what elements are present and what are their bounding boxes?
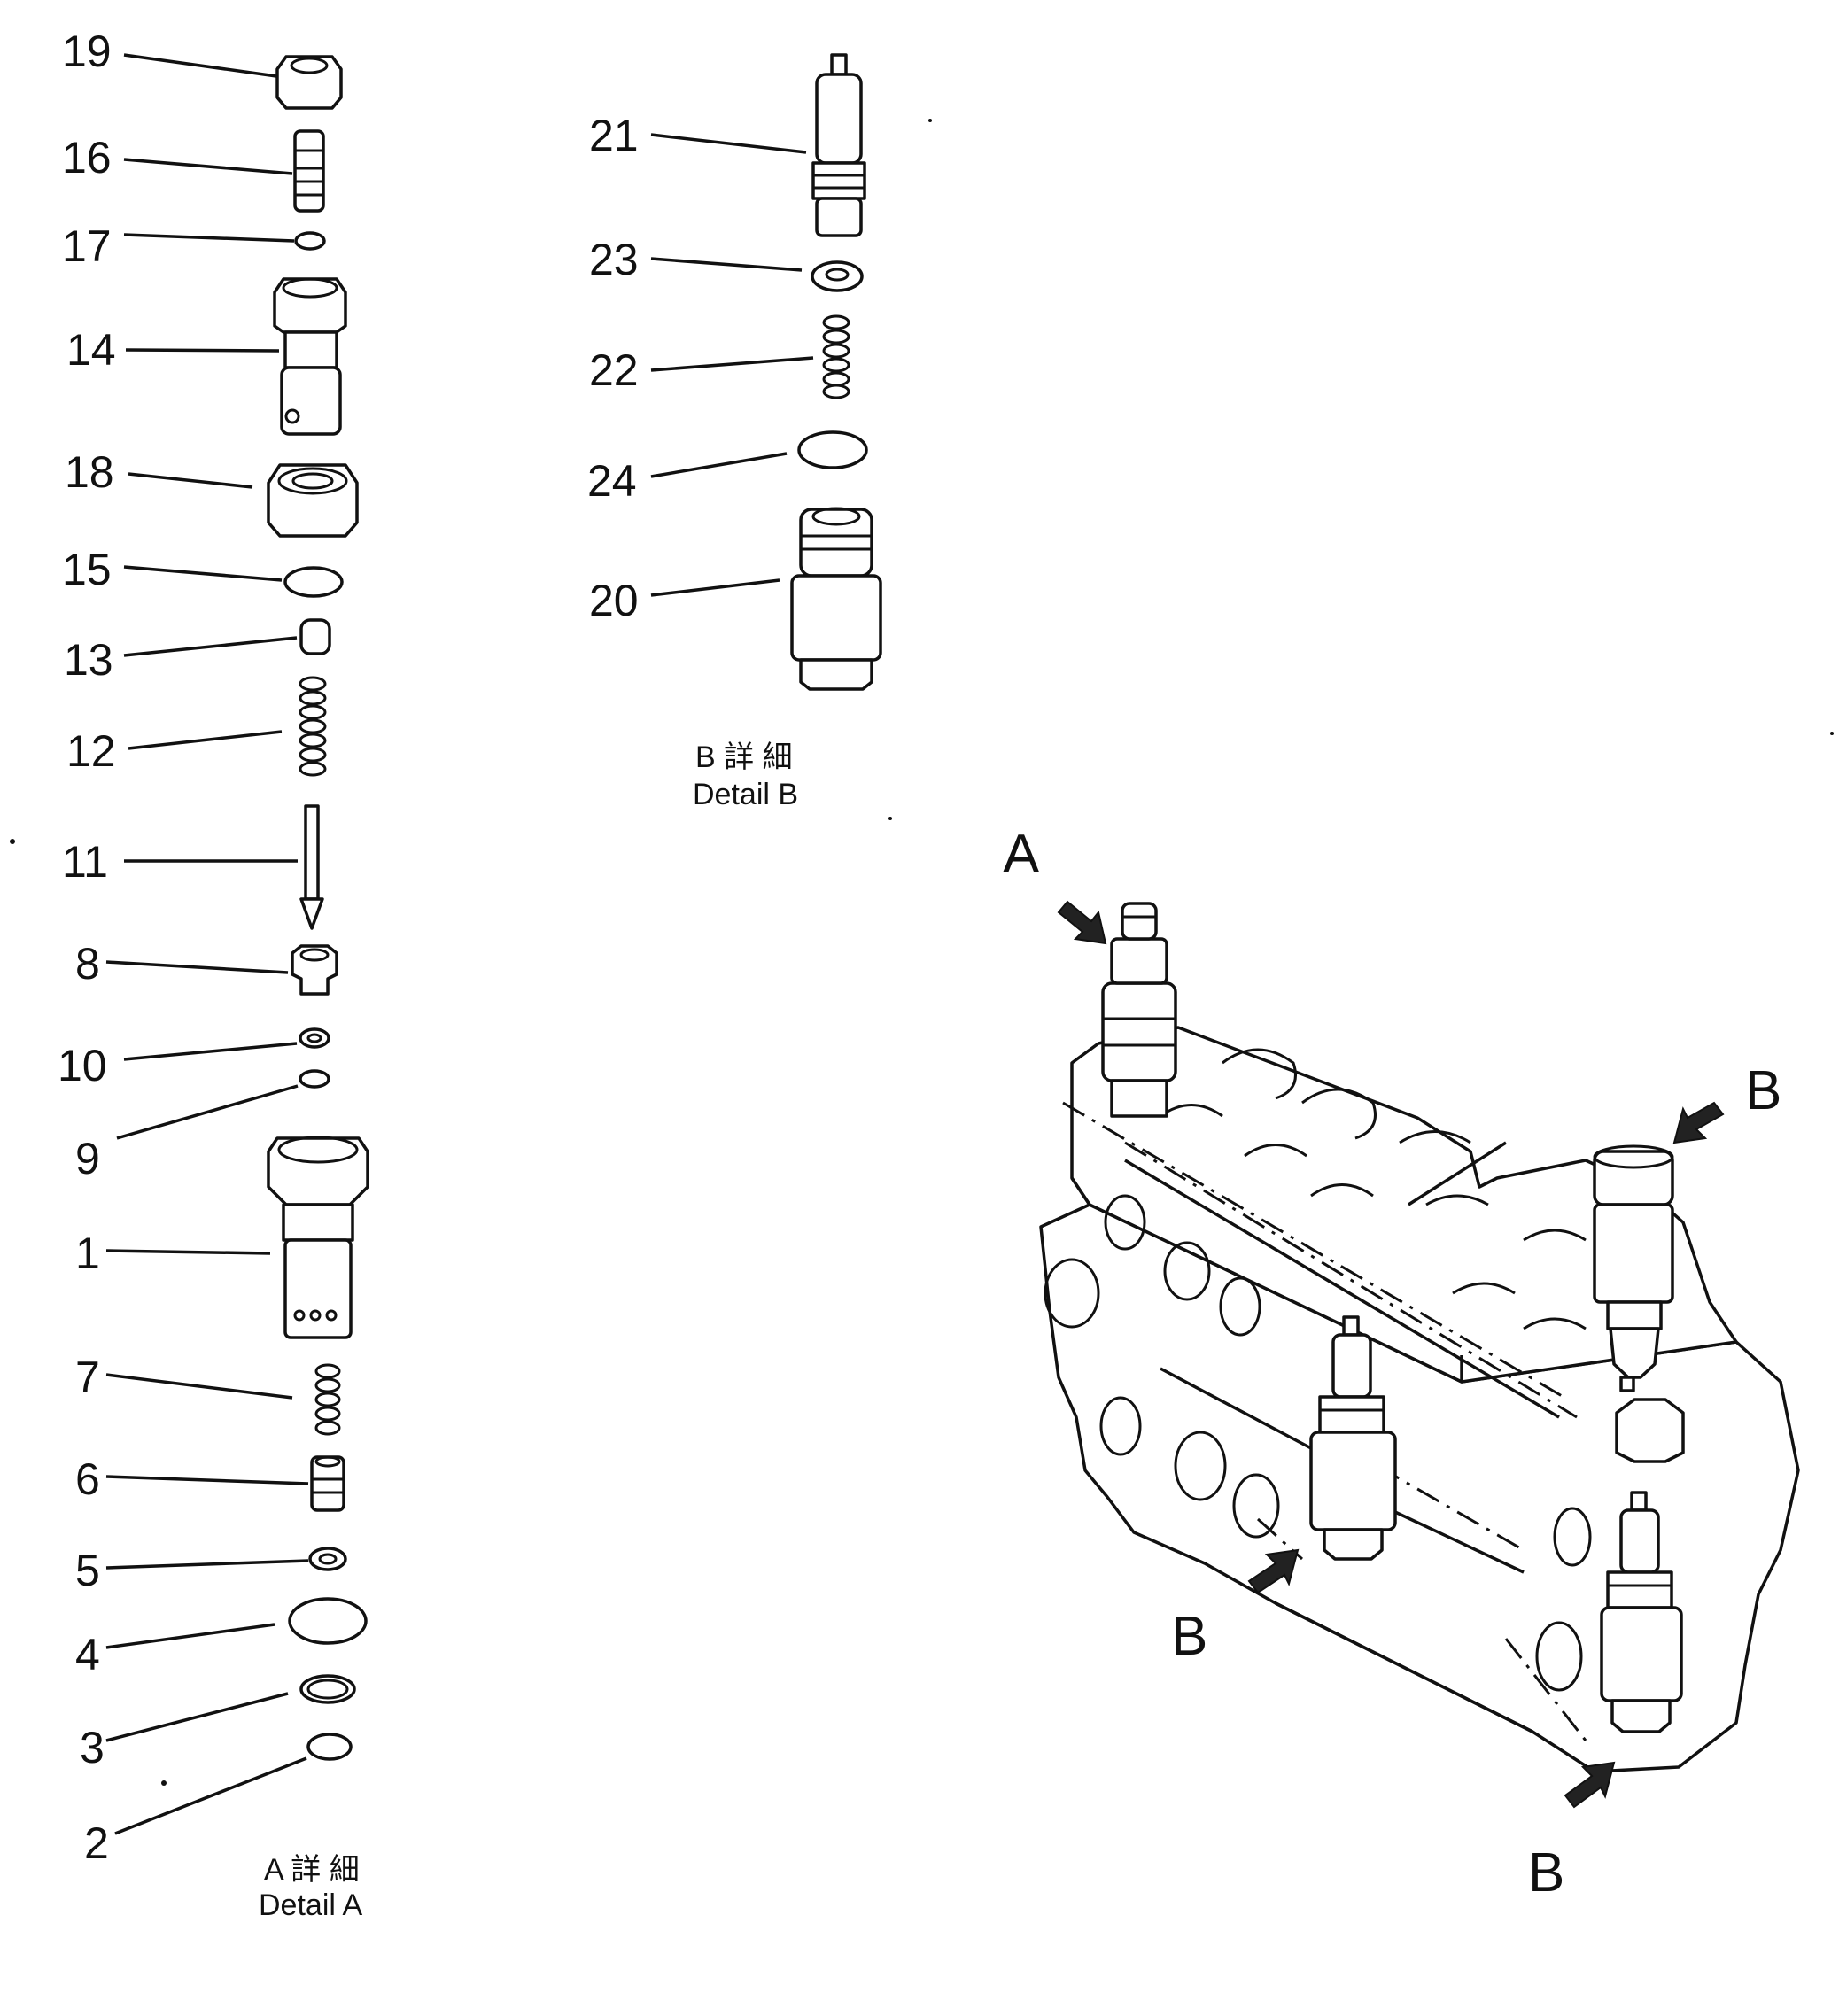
callout-23: 23 (589, 235, 639, 284)
part-15-oring (283, 566, 344, 598)
top-ports (1160, 1048, 1587, 1330)
part-11-needle (299, 804, 324, 930)
detail-a-leaders (105, 53, 309, 1835)
part-3-backup-ring (299, 1674, 356, 1704)
detail-a-caption-jp: A 詳 細 (264, 1853, 360, 1887)
detail-a-caption-en: Detail A (259, 1888, 362, 1922)
callout-11: 11 (62, 837, 108, 887)
callout-12: 12 (66, 726, 116, 776)
detail-a: 19 16 17 14 18 15 13 12 11 8 10 9 1 7 6 … (58, 27, 369, 1922)
callout-9: 9 (75, 1134, 100, 1183)
detail-b-caption-en: Detail B (693, 778, 798, 811)
callout-3: 3 (80, 1723, 105, 1772)
callout-8: 8 (75, 939, 100, 989)
part-16-screw (293, 129, 325, 213)
detail-b-caption-jp: B 詳 細 (695, 740, 793, 774)
callout-19: 19 (62, 27, 112, 76)
part-13-piston (299, 618, 331, 655)
valve-b-front-right (1600, 1491, 1683, 1733)
callout-16: 16 (62, 133, 112, 182)
relief-valve-a (1101, 902, 1177, 1118)
part-4-oring (288, 1597, 368, 1645)
part-22-spring (822, 314, 850, 399)
callout-22: 22 (589, 345, 639, 395)
front-ports (1044, 1194, 1592, 1692)
callout-14: 14 (66, 325, 116, 375)
callout-20: 20 (589, 576, 639, 625)
callout-21: 21 (589, 111, 639, 160)
part-21-plunger (811, 53, 866, 237)
scan-specks (10, 119, 1834, 1786)
callout-17: 17 (62, 221, 112, 271)
part-8-seat (291, 944, 338, 996)
arrow-a (1057, 900, 1107, 945)
part-18-nut (267, 463, 359, 538)
part-12-spring (299, 676, 327, 777)
callout-13: 13 (64, 635, 113, 685)
part-17-oring (294, 231, 326, 251)
detail-b: 21 23 22 24 20 B 詳 細 Detail B (587, 53, 882, 811)
callout-18: 18 (65, 447, 114, 497)
callout-10: 10 (58, 1041, 107, 1090)
part-2-oring (306, 1733, 353, 1761)
block-lines (1070, 1141, 1560, 1733)
part-20-body (790, 507, 882, 691)
part-10-ring (299, 1027, 330, 1049)
part-9-oring (299, 1069, 330, 1089)
part-23-washer (811, 260, 864, 292)
callout-5: 5 (75, 1546, 100, 1595)
label-view-a: A (1003, 824, 1040, 885)
valve-b-right-top (1593, 1144, 1674, 1392)
part-5-ring (308, 1547, 347, 1571)
valve-b-front (1309, 1315, 1397, 1561)
plug-right (1615, 1398, 1685, 1463)
label-view-b-top: B (1745, 1060, 1781, 1121)
arrow-b-top (1672, 1101, 1725, 1144)
arrow-b-front (1247, 1548, 1300, 1594)
callout-24: 24 (587, 456, 637, 506)
part-24-oring (797, 430, 868, 469)
callout-4: 4 (75, 1630, 100, 1679)
part-14-plug (273, 277, 347, 436)
callout-7: 7 (75, 1353, 100, 1402)
label-view-b-front: B (1171, 1606, 1207, 1667)
part-7-spring (314, 1363, 341, 1436)
callout-2: 2 (84, 1818, 109, 1868)
part-6-poppet (310, 1455, 345, 1512)
callout-1: 1 (75, 1229, 100, 1278)
part-19-nut (275, 55, 343, 110)
label-view-b-bottom: B (1528, 1842, 1564, 1904)
part-1-valve-body (267, 1136, 369, 1339)
valve-assembly: A B B B (1003, 824, 1800, 1904)
detail-b-leaders (650, 133, 814, 597)
callout-6: 6 (75, 1454, 100, 1504)
callout-15: 15 (62, 545, 112, 594)
arrow-b-bottom (1564, 1761, 1616, 1809)
